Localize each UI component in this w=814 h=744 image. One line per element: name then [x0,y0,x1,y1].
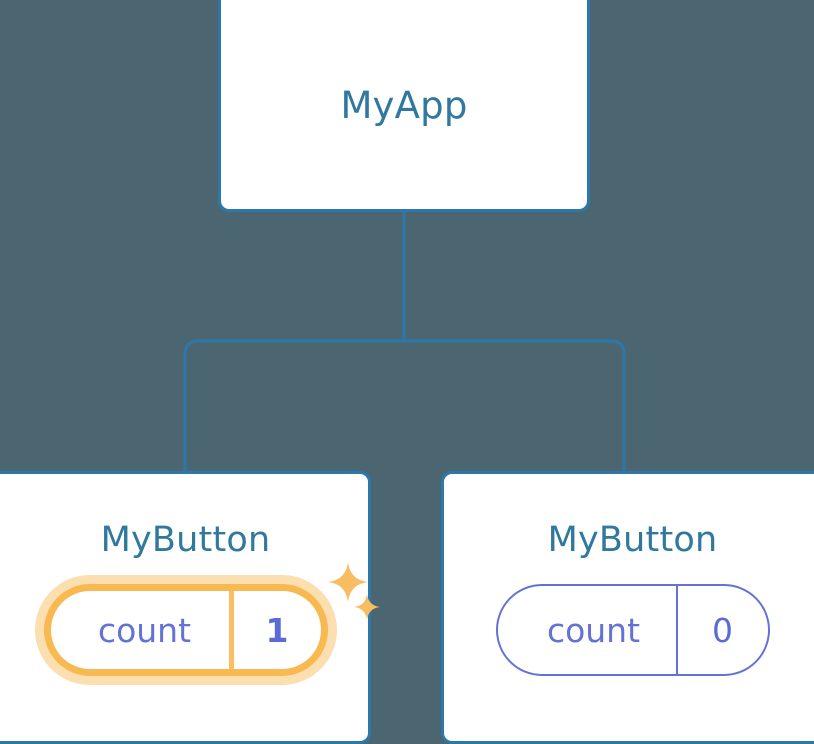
state-pill-wrapper: count 1 [43,562,380,676]
state-pill-wrapper: count 0 [495,584,770,676]
state-pill[interactable]: count 1 [43,584,328,676]
sparkle-group [326,562,386,642]
node-content: MyButton count 0 [444,474,814,741]
sparkle-icon [353,594,380,620]
component-title: MyButton [100,520,271,560]
state-pill[interactable]: count 0 [495,584,770,676]
component-title: MyButton [547,520,718,560]
component-node-mybutton[interactable]: MyButton count 0 [441,471,814,744]
component-node-myapp[interactable]: MyApp [218,0,590,212]
state-value: 1 [228,591,321,669]
node-content: MyButton count 1 [3,474,380,741]
state-value: 0 [675,586,768,674]
connector-branch-left [183,339,406,473]
state-key: count [97,610,192,650]
state-key: count [546,610,641,650]
connector-branch-right [402,339,626,473]
sparkle-icon [327,562,368,602]
component-node-mybutton-highlighted[interactable]: MyButton count 1 [0,471,380,744]
component-title: MyApp [340,83,468,127]
